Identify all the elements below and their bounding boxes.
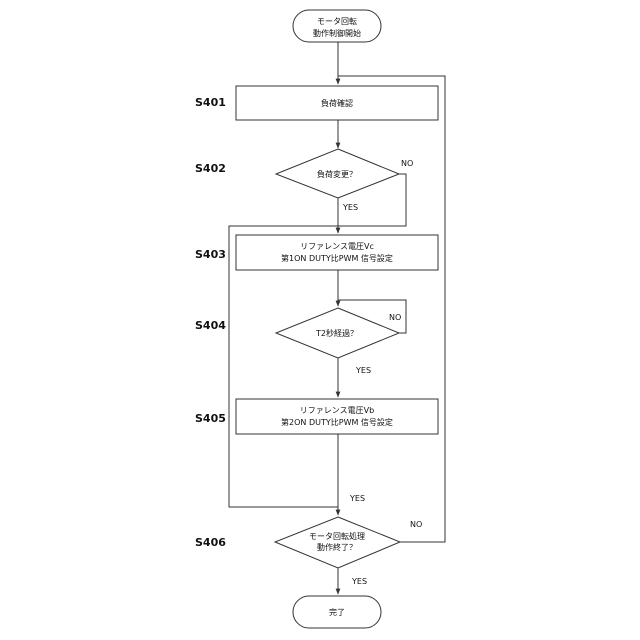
step-id-s405: S405 (195, 412, 226, 425)
decision-text-s404: T2秒経過？ (315, 328, 358, 338)
step-id-s404: S404 (195, 319, 226, 332)
label-no-s406: NO (410, 520, 422, 529)
decision-text-s406-line-1: モータ回転処理 (309, 531, 365, 541)
decision-s402: 負荷変更？ (276, 149, 399, 198)
step-id-s402: S402 (195, 162, 226, 175)
label-yes-s404: YES (355, 366, 371, 375)
start-line-2: 動作制御開始 (313, 28, 361, 38)
start-line-1: モータ回転 (317, 17, 357, 26)
label-no-s404: NO (389, 313, 401, 322)
process-box-s405: リファレンス電圧Vb 第2ON DUTY比PWM 信号設定 (236, 399, 438, 434)
edge-s406-no (338, 76, 445, 542)
process-box-s401: 負荷確認 (236, 86, 438, 120)
process-text-s405-line-2: 第2ON DUTY比PWM 信号設定 (281, 417, 393, 427)
step-id-s406: S406 (195, 536, 226, 549)
label-yes-s406: YES (351, 577, 367, 586)
decision-text-s406-line-2: 動作終了？ (317, 542, 357, 552)
end-terminal: 完了 (293, 596, 381, 628)
label-yes-join: YES (349, 494, 365, 503)
label-yes-s402: YES (342, 203, 358, 212)
process-text-s405-line-1: リファレンス電圧Vb (300, 406, 374, 415)
start-terminal: モータ回転 動作制御開始 (293, 10, 381, 42)
process-text-s401: 負荷確認 (321, 98, 353, 108)
process-text-s403-line-1: リファレンス電圧Vc (300, 242, 374, 251)
label-no-s402: NO (401, 159, 413, 168)
decision-s406: モータ回転処理 動作終了？ (275, 517, 400, 568)
step-id-s403: S403 (195, 248, 226, 261)
end-text: 完了 (329, 607, 345, 617)
process-box-s403: リファレンス電圧Vc 第1ON DUTY比PWM 信号設定 (236, 235, 438, 270)
step-id-s401: S401 (195, 96, 226, 109)
decision-s404: T2秒経過？ (276, 308, 399, 358)
decision-text-s402: 負荷変更？ (317, 169, 357, 179)
process-text-s403-line-2: 第1ON DUTY比PWM 信号設定 (281, 253, 393, 263)
